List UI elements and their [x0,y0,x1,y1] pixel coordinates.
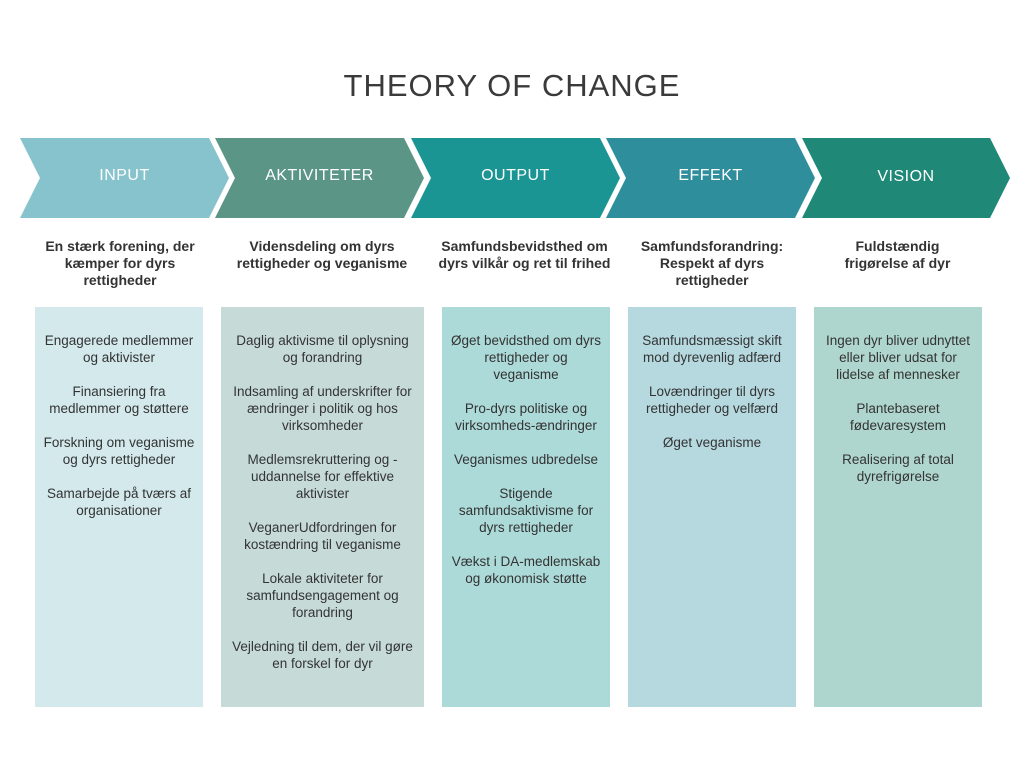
list-item: Veganismes udbredelse [453,452,599,467]
list-item: Medlemsrekruttering og -uddannelse for e… [247,452,398,501]
page-title: THEORY OF CHANGE [343,68,681,103]
chevron-output [411,138,620,218]
chevron-flow [20,138,1010,218]
column-box-output: Øget bevidsthed om dyrs rettigheder og v… [442,307,610,707]
list-item: Ingen dyr bliver udnyttet eller bliver u… [825,333,971,382]
heading-output: Samfundsbevidsthed om dyrs vilkår og ret… [438,238,611,271]
column-box-vision: Ingen dyr bliver udnyttet eller bliver u… [814,307,982,707]
heading-aktiviteter: Vidensdeling om dyrs rettigheder og vega… [236,238,408,271]
list-item: Pro-dyrs politiske og virksomheds-ændrin… [455,401,597,433]
list-item: Plantebaseret fødevaresystem [849,401,947,433]
list-item: Samarbejde på tværs af organisationer [46,486,192,518]
list-item: Realisering af total dyrefrigørelse [842,452,954,484]
list-item: Samfundsmæssigt skift mod dyrevenlig adf… [642,333,782,365]
chevron-effekt [606,138,815,218]
column-box-effekt: Samfundsmæssigt skift mod dyrevenlig adf… [628,307,796,707]
heading-effekt: Samfundsforandring: Respekt af dyrs rett… [640,238,784,288]
chevron-label-aktiviteter: AKTIVITETER [265,167,374,184]
chevron-label-vision: VISION [877,168,935,185]
chevron-label-output: OUTPUT [481,167,550,184]
list-item: Vejledning til dem, der vil gøre en fors… [232,639,413,671]
column-box-aktiviteter: Daglig aktivisme til oplysning og forand… [221,307,424,707]
chevron-input [20,138,229,218]
list-item: Øget veganisme [662,435,762,450]
chevron-aktiviteter [215,138,424,218]
list-item: VeganerUdfordringen for kostændring til … [244,520,401,552]
list-item: Daglig aktivisme til oplysning og forand… [236,333,409,365]
list-item: Øget bevidsthed om dyrs rettigheder og v… [450,333,602,382]
list-item: Finansiering fra medlemmer og støttere [49,384,189,416]
list-item: Lovændringer til dyrs rettigheder og vel… [645,384,779,416]
heading-vision: Fuldstændig frigørelse af dyr [844,238,951,271]
chevron-vision [802,138,1010,218]
list-item: Lokale aktiviteter for samfundsengagemen… [246,571,399,620]
chevron-label-effekt: EFFEKT [678,167,743,184]
heading-input: En stærk forening, der kæmper for dyrs r… [45,238,195,288]
column-box-input: Engagerede medlemmer og aktivister Finan… [35,307,203,707]
list-item: Vækst i DA-medlemskab og økonomisk støtt… [451,554,601,586]
chevron-label-input: INPUT [99,167,150,184]
list-item: Engagerede medlemmer og aktivister [44,333,194,365]
list-item: Stigende samfundsaktivisme for dyrs rett… [458,486,594,535]
list-item: Forskning om veganisme og dyrs rettighed… [43,435,195,467]
list-item: Indsamling af underskrifter for ændringe… [233,384,412,433]
